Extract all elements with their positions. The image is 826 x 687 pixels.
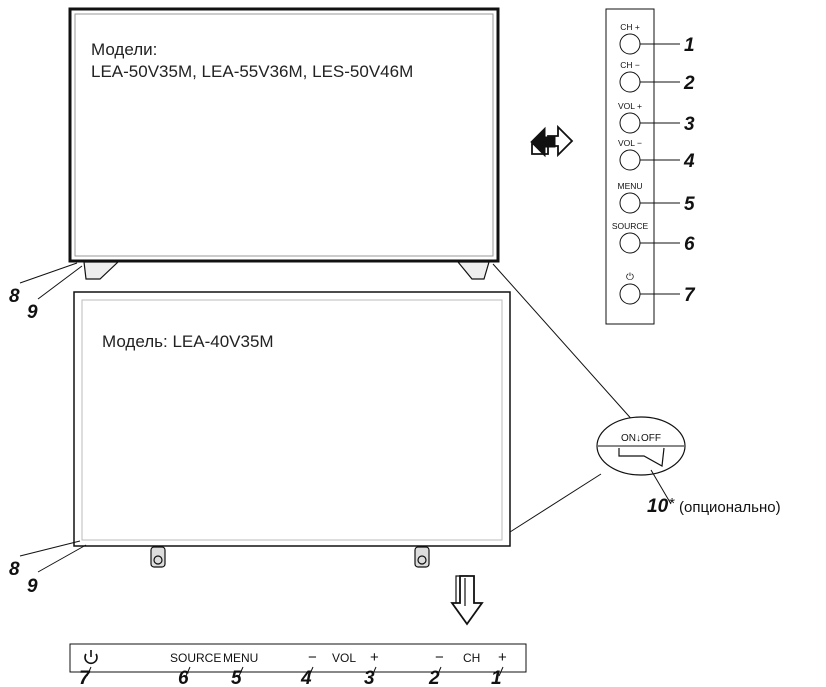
top-tv-models: LEA-50V35M, LEA-55V36M, LES-50V46M	[91, 62, 414, 81]
top-tv-foot-left	[83, 261, 120, 280]
ch-plus-label: +	[498, 649, 507, 666]
callout-8-bottom: 8	[9, 559, 20, 580]
side-button-6[interactable]: SOURCE 6	[612, 221, 695, 255]
bottom-panel-frame	[69, 643, 527, 673]
bottom-leader-1	[498, 666, 504, 677]
callout-9-top: 9	[27, 302, 38, 323]
bottom-tv: 8 9	[9, 291, 511, 597]
side-button-label: VOL −	[618, 138, 642, 148]
bottom-leader-4	[308, 666, 314, 677]
side-button-number: 1	[684, 35, 695, 56]
side-button-label: VOL +	[618, 101, 642, 111]
side-button-circle[interactable]	[619, 232, 641, 254]
top-tv-heading: Модели:	[91, 40, 158, 59]
vol-plus-label: +	[370, 649, 379, 666]
side-button-4[interactable]: VOL − 4	[618, 138, 695, 172]
bottom-tv-screen	[81, 299, 503, 541]
callout-line-9-top	[37, 265, 83, 300]
bottom-button-number-7: 7	[79, 668, 91, 687]
bottom-button-number-2: 2	[428, 668, 440, 687]
bottom-button-number-4: 4	[300, 668, 312, 687]
side-button-number: 7	[684, 285, 696, 306]
vol-minus-label: −	[308, 649, 317, 666]
callout-line-8-top	[19, 262, 78, 284]
callout-line-9-bottom	[37, 544, 87, 573]
callout-10: 10	[647, 496, 669, 517]
bottom-tv-bezel	[73, 291, 511, 547]
top-tv-screen	[74, 13, 494, 257]
side-button-number: 3	[684, 114, 695, 135]
side-button-circle[interactable]	[619, 192, 641, 214]
bottom-button-number-3: 3	[364, 668, 375, 687]
side-button-circle[interactable]	[619, 112, 641, 134]
ch-label: CH	[463, 651, 480, 665]
side-button-7[interactable]: ⏻7	[619, 272, 696, 306]
side-button-5[interactable]: MENU 5	[617, 181, 695, 215]
vol-label: VOL	[332, 651, 356, 665]
down-arrow-icon	[450, 575, 484, 626]
side-button-number: 6	[684, 234, 695, 255]
switch-line-bottom	[509, 473, 602, 533]
bottom-leader-6	[185, 666, 191, 677]
side-button-label: SOURCE	[612, 221, 649, 231]
switch-line-top	[492, 263, 636, 424]
side-button-circle[interactable]	[619, 33, 641, 55]
bottom-button-number-5: 5	[231, 668, 242, 687]
ch-minus-label: −	[435, 649, 444, 666]
power-switch-callout: ON↓OFF 10*(опционально)	[492, 263, 781, 533]
switch-lever	[618, 447, 665, 467]
top-tv-bezel	[68, 7, 500, 263]
bottom-tv-foot-right	[414, 546, 430, 568]
switch-note: 10*(опционально)	[647, 495, 781, 517]
side-button-circle[interactable]	[619, 149, 641, 171]
power-icon	[84, 650, 98, 665]
menu-label: MENU	[223, 651, 258, 665]
callout-line-10	[650, 469, 672, 505]
side-button-circle[interactable]	[619, 71, 641, 93]
side-button-label: ⏻	[626, 272, 634, 283]
bottom-panel-leaders	[86, 666, 504, 677]
callout-8-top: 8	[9, 286, 20, 307]
side-button-2[interactable]: CH − 2	[619, 60, 695, 94]
source-label: SOURCE	[170, 651, 221, 665]
side-button-label: CH −	[620, 60, 640, 70]
side-button-number: 4	[683, 151, 695, 172]
top-tv-foot-right	[456, 261, 490, 280]
bottom-leader-3	[371, 666, 377, 677]
bottom-button-number-1: 1	[491, 668, 502, 687]
bottom-tv-foot-left	[150, 546, 166, 568]
switch-label: ON↓OFF	[621, 433, 661, 444]
bottom-leader-2	[436, 666, 442, 677]
side-button-label: MENU	[617, 181, 642, 191]
callout-line-8-bottom	[19, 540, 81, 557]
top-tv: 8 9	[9, 7, 500, 323]
side-button-number: 5	[684, 194, 695, 215]
side-button-label: CH +	[620, 22, 640, 32]
side-button-number: 2	[683, 73, 695, 94]
bottom-button-number-6: 6	[178, 668, 189, 687]
double-arrow-icon	[530, 124, 574, 158]
bottom-leader-7	[86, 666, 92, 677]
bottom-control-panel: SOURCE MENU − VOL + − CH + 7 6 5 4 3 2 1	[69, 643, 527, 687]
side-button-circle[interactable]	[619, 283, 641, 305]
callout-9-bottom: 9	[27, 576, 38, 597]
side-button-1[interactable]: CH + 1	[619, 22, 695, 56]
bottom-tv-heading: Модель: LEA-40V35M	[102, 332, 274, 351]
side-button-3[interactable]: VOL + 3	[618, 101, 695, 135]
bottom-leader-5	[238, 666, 244, 677]
